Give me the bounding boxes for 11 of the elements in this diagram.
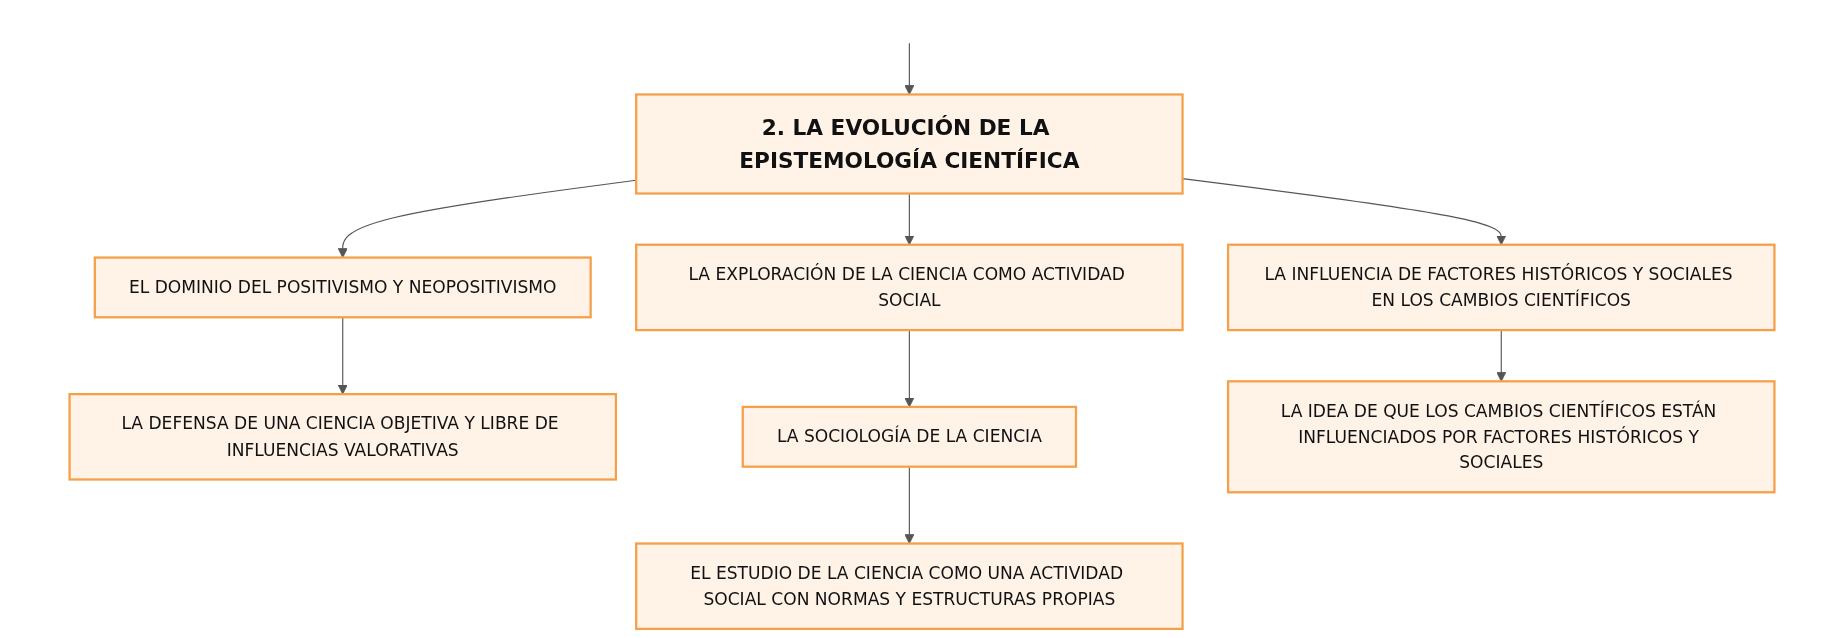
node-box: LA IDEA DE QUE LOS CAMBIOS CIENTÍFICOS ESTÁN INFLUENCIADOS POR FACTORES HISTÓRICOS Y SOCIALES (1226, 380, 1776, 494)
node-box: 2. LA EVOLUCIÓN DE LA EPISTEMOLOGÍA CIENTÍFICA (635, 93, 1184, 195)
arrow (904, 42, 915, 95)
node-box: LA SOCIOLOGÍA DE LA CIENCIA (741, 405, 1078, 468)
node-box: EL ESTUDIO DE LA CIENCIA COMO UNA ACTIVIDAD SOCIAL CON NORMAS Y ESTRUCTURAS PROPIAS (635, 542, 1184, 631)
node-box: LA EXPLORACIÓN DE LA CIENCIA COMO ACTIVIDAD SOCIAL (635, 243, 1184, 332)
arrow (337, 179, 637, 258)
node-box: EL DOMINIO DEL POSITIVISMO Y NEOPOSITIVISMO (93, 256, 592, 319)
arrow (904, 466, 915, 544)
node-box: LA DEFENSA DE UNA CIENCIA OBJETIVA Y LIBRE DE INFLUENCIAS VALORATIVAS (68, 393, 618, 481)
node-box: LA INFLUENCIA DE FACTORES HISTÓRICOS Y SOCIALES EN LOS CAMBIOS CIENTÍFICOS (1226, 243, 1776, 332)
